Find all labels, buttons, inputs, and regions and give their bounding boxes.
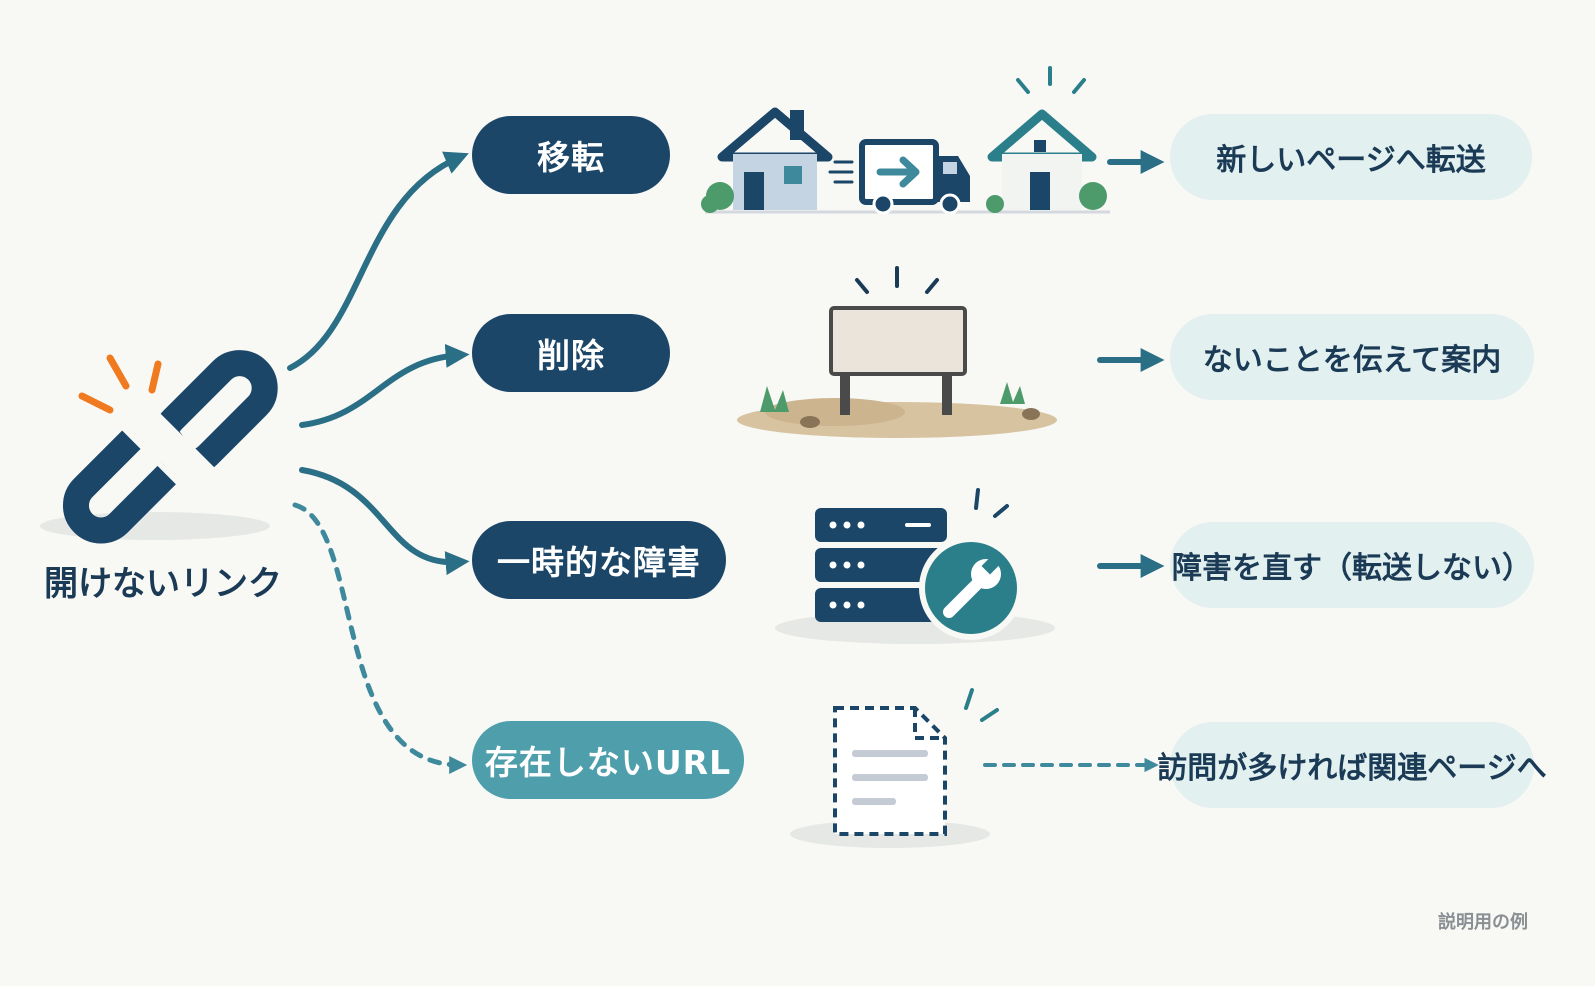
connector-to-transfer xyxy=(287,151,469,371)
cause-delete: 削除 xyxy=(472,314,670,392)
footnote: 説明用の例 xyxy=(1438,912,1528,933)
result-related-page: 訪問が多ければ関連ページへ xyxy=(1157,722,1547,808)
broken-link-icon xyxy=(40,350,278,544)
connector-to-outage xyxy=(299,467,470,576)
result-redirect-new-page: 新しいページへ転送 xyxy=(1170,114,1532,200)
missing-document-icon xyxy=(790,688,999,848)
empty-signboard-icon xyxy=(737,266,1057,438)
result-fix-outage: 障害を直す（転送しない） xyxy=(1170,522,1534,608)
cause-outage: 一時的な障害 xyxy=(472,521,726,599)
cause-missing-url: 存在しないURL xyxy=(472,721,744,799)
cause-transfer: 移転 xyxy=(472,116,670,194)
source-label: 開けないリンク xyxy=(44,564,282,604)
server-repair-icon xyxy=(775,488,1055,644)
result-notify-missing: ないことを伝えて案内 xyxy=(1170,314,1534,400)
moving-house-truck-icon xyxy=(701,66,1110,215)
connector-to-missing xyxy=(292,502,468,774)
connector-to-delete xyxy=(299,343,470,428)
